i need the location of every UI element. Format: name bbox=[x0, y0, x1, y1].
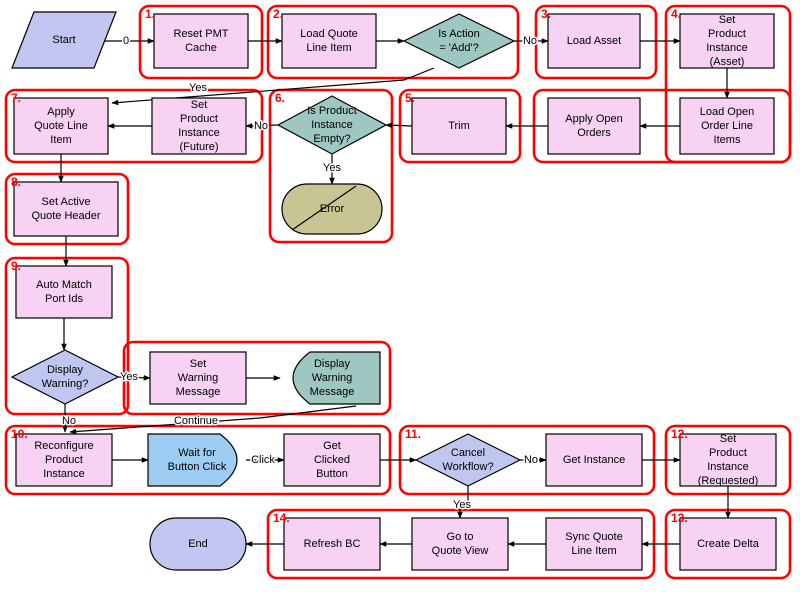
process-box bbox=[411, 517, 509, 571]
process-box bbox=[545, 433, 643, 487]
group-box-4 bbox=[664, 4, 792, 164]
process-box bbox=[281, 13, 377, 69]
process-box bbox=[547, 97, 641, 155]
group-box-8 bbox=[4, 172, 130, 246]
edge-label: Yes bbox=[189, 82, 207, 94]
node-start: Start bbox=[11, 11, 117, 69]
process-box bbox=[679, 13, 775, 69]
edge-dispwarnm-continue-reconfig bbox=[69, 405, 357, 435]
group-box bbox=[122, 340, 392, 416]
process-box bbox=[15, 433, 113, 487]
process-box bbox=[679, 433, 777, 487]
node-end: End bbox=[149, 517, 247, 571]
process-box bbox=[13, 181, 119, 237]
process-box bbox=[149, 351, 247, 405]
group-number-label: 6. bbox=[275, 91, 285, 105]
group-number-label: 11. bbox=[405, 427, 421, 441]
process-box bbox=[547, 13, 641, 69]
error-terminator bbox=[281, 183, 383, 235]
decision-diamond bbox=[402, 13, 516, 69]
group-box-9 bbox=[4, 256, 130, 416]
group-box-1 bbox=[138, 4, 264, 80]
group-box-6 bbox=[268, 88, 394, 244]
edge-ispiempty-no-setpifut bbox=[245, 123, 279, 129]
node-get_inst: Get Instance bbox=[545, 433, 643, 487]
process-box bbox=[153, 13, 249, 69]
node-create_delta: Create Delta bbox=[679, 517, 777, 571]
edge-label-halo: Yes bbox=[189, 82, 207, 94]
process-box bbox=[151, 97, 247, 155]
decision-diamond bbox=[414, 433, 522, 487]
decision-diamond bbox=[10, 349, 120, 405]
end-stadium bbox=[149, 517, 247, 571]
node-load_asset: Load Asset bbox=[547, 13, 641, 69]
process-box bbox=[13, 97, 109, 155]
decision-diamond bbox=[276, 95, 388, 155]
process-box bbox=[545, 517, 643, 571]
node-error: Error bbox=[281, 183, 383, 235]
node-is_action: Is Action= 'Add'? bbox=[402, 13, 516, 69]
edge-trim-to-ispiempty bbox=[385, 122, 413, 129]
edge-dispwarnq-yes-setwarn bbox=[117, 375, 151, 381]
node-refresh_bc: Refresh BC bbox=[283, 517, 381, 571]
group-box-2 bbox=[266, 4, 520, 80]
connectors-layer bbox=[58, 38, 731, 547]
edge-cancelwf-yes-goquote bbox=[457, 486, 469, 519]
process-box bbox=[679, 517, 777, 571]
group-box-3 bbox=[534, 4, 658, 80]
wait-shape bbox=[292, 351, 381, 405]
process-box bbox=[679, 97, 775, 155]
process-box bbox=[283, 517, 381, 571]
start-parallelogram bbox=[11, 11, 117, 69]
process-box bbox=[15, 265, 113, 319]
process-box bbox=[411, 97, 507, 155]
error-slash bbox=[291, 185, 357, 231]
process-box bbox=[283, 433, 381, 487]
node-trim: Trim bbox=[411, 97, 507, 155]
edge-isaction-yes-applyqli bbox=[111, 67, 435, 106]
wait-shape bbox=[147, 433, 238, 487]
group-boxes-layer bbox=[4, 4, 792, 580]
